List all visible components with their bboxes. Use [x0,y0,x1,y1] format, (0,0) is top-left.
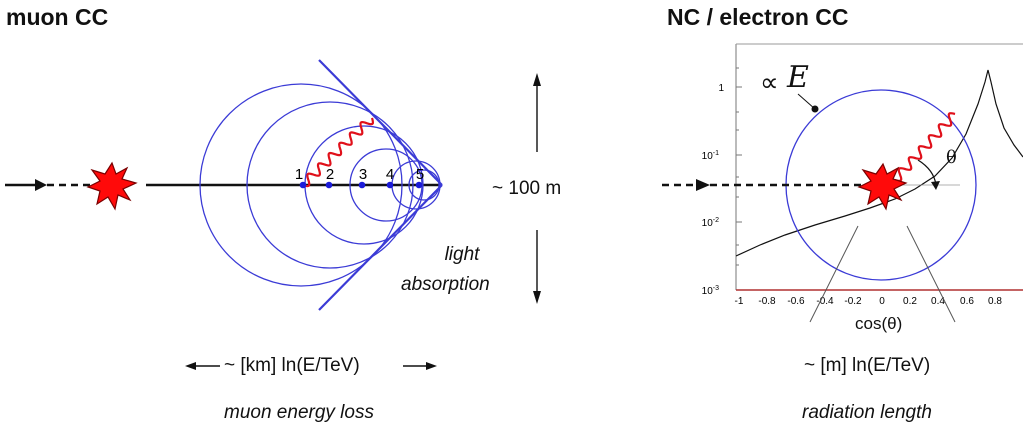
angle-symbol: θ [946,147,957,168]
x-tick-label: -0.4 [816,296,834,307]
leader-line-left [809,225,859,323]
cherenkov-circle-6 [408,169,440,201]
angle-arrow-icon [931,181,940,190]
point-label-3: 3 [359,166,367,183]
cascade-length-label: ~ [m] ln(E/TeV) [804,355,931,376]
x-axis-label: cos(θ) [855,314,903,333]
height-label: ~ 100 m [492,178,562,199]
y-tick-label-1: 1 [718,83,724,94]
absorption-label-line2: absorption [401,274,490,295]
point-label-5: 5 [416,166,424,183]
point-label-2: 2 [326,166,334,183]
photon-wave-right [894,112,956,182]
cherenkov-circle-2 [246,101,414,269]
energy-pointer-line [797,93,816,110]
incoming-arrow-icon-right [696,179,710,191]
arrow-down-icon [533,291,541,304]
arrow-right-icon [426,362,437,370]
y-tick-label-2: 10-1 [702,150,719,162]
arrow-left-icon [185,362,196,370]
nc-electron-cc-title: NC / electron CC [667,4,849,30]
x-tick-label: -0.6 [787,296,805,307]
emission-point-4 [386,181,394,189]
x-tick-label: 0.4 [931,296,945,307]
cherenkov-circle-1 [199,83,403,287]
point-label-4: 4 [386,166,394,183]
energy-symbol: E [787,60,809,95]
emission-point-5 [415,181,423,189]
absorption-label-line1: light [444,244,480,265]
x-tick-label: -0.8 [758,296,776,307]
cascade-burst-icon [857,162,908,211]
incoming-arrow-icon [35,179,47,191]
emission-point-3 [358,181,366,189]
arrow-up-icon [533,73,541,86]
muon-cc-diagram: 1 2 3 4 5 [5,59,541,370]
nc-electron-cc-diagram: 1 10-1 10-2 10-3 -1 -0.8 -0.6 -0.4 -0.2 … [662,43,1023,323]
angular-distribution-curve [736,69,1023,257]
y-tick-label-4: 10-3 [702,285,719,297]
muon-cc-title: muon CC [6,4,109,30]
x-tick-label: 0.2 [903,296,917,307]
photon-wave-left [302,117,375,188]
emission-point-1 [299,181,307,189]
x-tick-labels: -1 -0.8 -0.6 -0.4 -0.2 0 0.2 0.4 0.6 0.8 [735,296,1003,307]
x-tick-label: 0 [879,296,885,307]
muon-length-label: ~ [km] ln(E/TeV) [224,355,360,376]
interaction-burst-icon [86,161,138,211]
muon-caption: muon energy loss [224,402,374,423]
x-tick-label: 0.8 [988,296,1002,307]
cascade-caption: radiation length [802,402,932,423]
y-axis-ticks [736,67,742,266]
cherenkov-cone-lower [318,184,443,311]
x-tick-label: -1 [735,296,744,307]
leader-line-right [906,225,956,323]
x-tick-label: 0.6 [960,296,974,307]
x-tick-label: -0.2 [844,296,862,307]
cherenkov-cone-upper [318,59,443,186]
point-label-1: 1 [295,166,303,183]
proportional-symbol: ∝ [760,68,779,98]
y-tick-label-3: 10-2 [702,217,719,229]
emission-point-2 [325,181,333,189]
